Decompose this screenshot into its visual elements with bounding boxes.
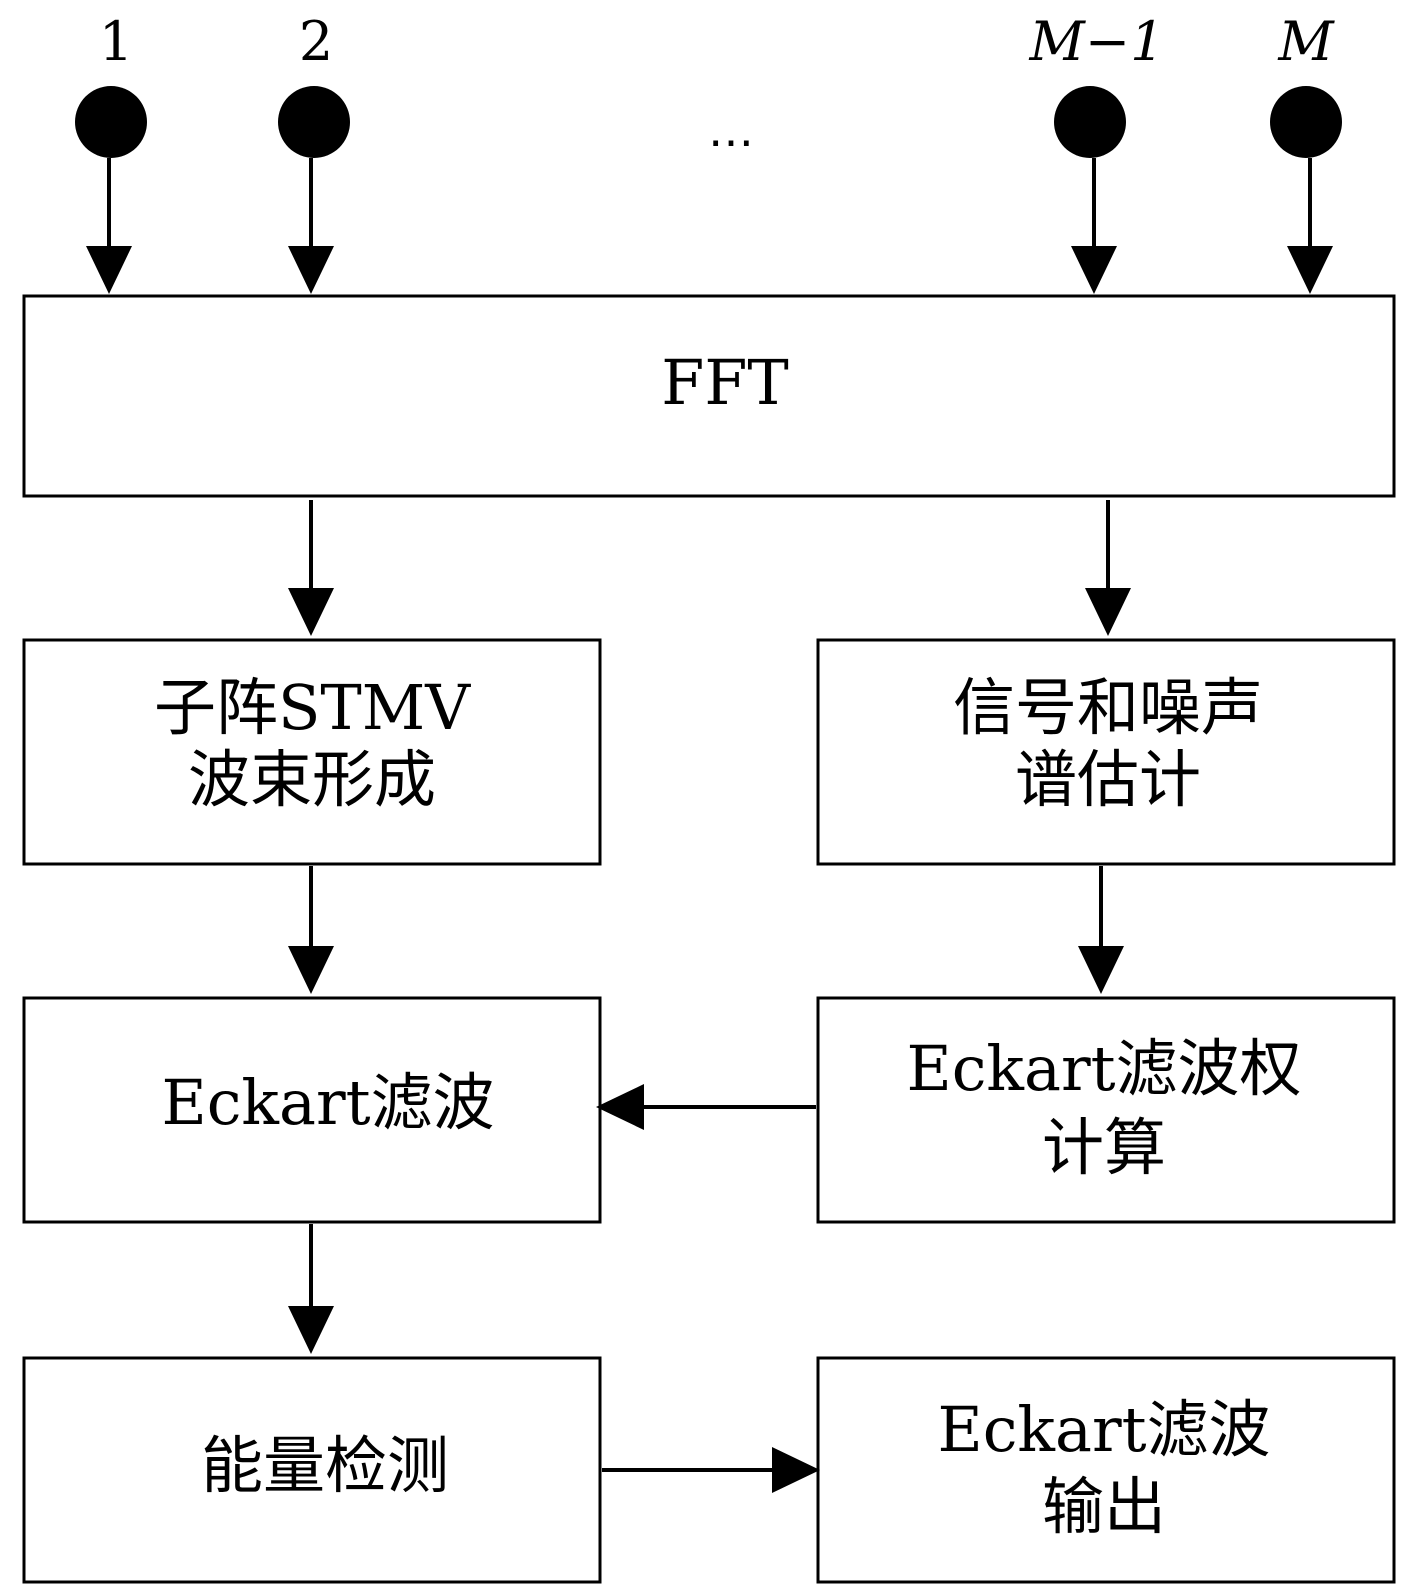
eckart-output-label-line-2: 输出: [1042, 1470, 1166, 1543]
arrow-stmv-to-eckart-filter: [288, 866, 334, 994]
sensor-label-1: 1: [99, 10, 133, 73]
stmv-label-line-1: 子阵STMV: [154, 671, 471, 744]
fft-label: FFT: [661, 346, 788, 419]
eckart-weight-block: [816, 996, 1396, 1224]
spectrum-label-line-1: 信号和噪声: [953, 671, 1263, 744]
arrow-eckart-filter-to-energy: [288, 1224, 334, 1354]
eckart-output-label-line-1: Eckart滤波: [937, 1393, 1270, 1466]
eckart-output-block: [816, 1356, 1396, 1584]
spectrum-estimation-block: [816, 638, 1396, 866]
sensor-node-m: [1270, 86, 1342, 158]
eckart-weight-label-line-1: Eckart滤波权: [906, 1032, 1301, 1105]
eckart-filter-label: Eckart滤波: [161, 1066, 494, 1139]
eckart-weight-label-line-2: 计算: [1042, 1111, 1166, 1184]
energy-detection-block: [22, 1356, 602, 1584]
sensor-label-m-minus-1: M−1: [1029, 10, 1165, 73]
sensor-node-1: [75, 86, 147, 158]
energy-detection-label: 能量检测: [201, 1429, 449, 1502]
sensor-node-2: [278, 86, 350, 158]
arrow-fft-to-stmv: [288, 500, 334, 636]
ellipsis: ⋯: [708, 115, 754, 169]
arrow-energy-to-output: [602, 1447, 820, 1493]
arrow-sensor-m-minus-1-to-fft: [1071, 158, 1117, 294]
arrow-fft-to-spectrum: [1085, 500, 1131, 636]
stmv-label-line-2: 波束形成: [188, 743, 436, 816]
arrow-sensor-2-to-fft: [288, 158, 334, 294]
spectrum-label-line-2: 谱估计: [1015, 743, 1201, 816]
sensor-node-m-minus-1: [1054, 86, 1126, 158]
arrow-sensor-1-to-fft: [86, 158, 132, 294]
arrow-eckart-weight-to-eckart-filter: [596, 1084, 816, 1130]
fft-block: [22, 294, 1396, 498]
eckart-filter-block: [22, 996, 602, 1224]
sensor-label-2: 2: [299, 10, 333, 73]
sensor-label-m: M: [1277, 10, 1335, 73]
stmv-beamforming-block: [22, 638, 602, 866]
arrow-sensor-m-to-fft: [1287, 158, 1333, 294]
arrow-spectrum-to-eckart-weight: [1078, 866, 1124, 994]
